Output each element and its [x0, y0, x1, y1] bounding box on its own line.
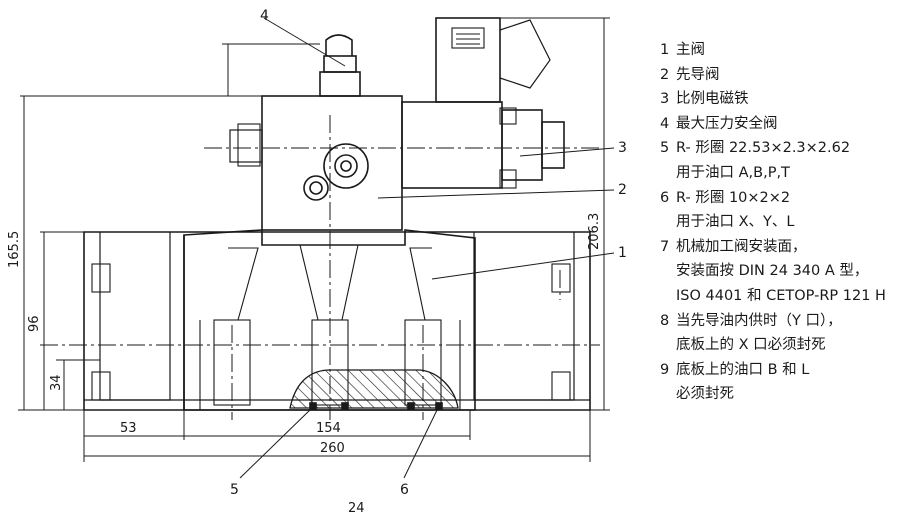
legend-text: 先导阀	[676, 66, 720, 83]
dim-96: 96	[27, 315, 42, 332]
callout-6: 6	[400, 482, 409, 498]
dim-206-3: 206.3	[587, 213, 602, 250]
dim-260: 260	[320, 441, 345, 456]
connector-plug	[435, 17, 501, 103]
legend-list: 1 主阀 2 先导阀 3 比例电磁铁 4 最大压力安全阀 5 R- 形圈 22.53×2.3×2.…	[660, 38, 900, 407]
legend-number: 8	[660, 312, 670, 329]
legend-item-2: 2 先导阀	[660, 63, 900, 88]
legend-item-4: 4 最大压力安全阀	[660, 112, 900, 137]
relief-valve	[319, 71, 361, 97]
legend-text: 安装面按 DIN 24 340 A 型，	[676, 263, 869, 280]
legend-text: R- 形圈 22.53×2.3×2.62	[676, 140, 851, 157]
legend-number: 4	[660, 115, 670, 132]
legend-text: ISO 4401 和 CETOP-RP 121 H	[676, 287, 886, 304]
dim-53: 53	[120, 421, 137, 436]
legend-number: 3	[660, 91, 670, 108]
legend-number: 2	[660, 66, 670, 83]
legend-text: 主阀	[676, 42, 705, 58]
legend-text: 用于油口 X、Y、L	[676, 214, 795, 231]
legend-text: R- 形圈 10×2×2	[676, 189, 791, 206]
solenoid-body	[401, 101, 503, 189]
dim-154: 154	[316, 421, 341, 436]
legend-item-1: 1 主阀	[660, 38, 900, 63]
legend-text: 最大压力安全阀	[676, 115, 778, 132]
callout-3: 3	[618, 140, 627, 156]
legend-number: 5	[660, 140, 670, 157]
legend-item-7: 7 机械加工阀安装面， 安装面按 DIN 24 340 A 型， ISO 4401 和…	[660, 235, 900, 309]
legend-item-8: 8 当先导油内供时（Y 口）， 底板上的 X 口必须封死	[660, 309, 900, 358]
pilot-valve-body	[261, 95, 403, 231]
legend-text: 当先导油内供时（Y 口），	[676, 312, 842, 329]
legend-number: 6	[660, 189, 670, 206]
main-valve-body	[183, 229, 476, 411]
legend-text: 比例电磁铁	[676, 91, 749, 108]
hatched-section	[289, 369, 459, 409]
legend-item-6: 6 R- 形圈 10×2×2 用于油口 X、Y、L	[660, 186, 900, 235]
dim-34: 34	[49, 374, 64, 391]
legend-text: 底板上的 X 口必须封死	[676, 337, 826, 354]
legend-number: 7	[660, 238, 670, 255]
legend-number: 1	[660, 42, 670, 58]
legend-text: 用于油口 A,B,P,T	[676, 164, 790, 181]
legend-item-5: 5 R- 形圈 22.53×2.3×2.62 用于油口 A,B,P,T	[660, 136, 900, 185]
legend-text: 机械加工阀安装面，	[676, 238, 807, 255]
callout-5: 5	[230, 482, 239, 498]
legend-item-9: 9 底板上的油口 B 和 L 必须封死	[660, 358, 900, 407]
legend-number: 9	[660, 361, 670, 378]
callout-1: 1	[618, 245, 627, 261]
callout-2: 2	[618, 182, 627, 198]
legend-item-3: 3 比例电磁铁	[660, 87, 900, 112]
legend-text: 必须封死	[676, 386, 734, 403]
legend-text: 底板上的油口 B 和 L	[676, 361, 810, 378]
callout-4: 4	[260, 8, 269, 24]
dim-24-partial: 24	[348, 501, 365, 512]
dim-165-5: 165.5	[7, 231, 22, 268]
valve-drawing: 4 3 2 1 5 6 53 154 260 165.5 96 34 206.3…	[7, 8, 627, 512]
